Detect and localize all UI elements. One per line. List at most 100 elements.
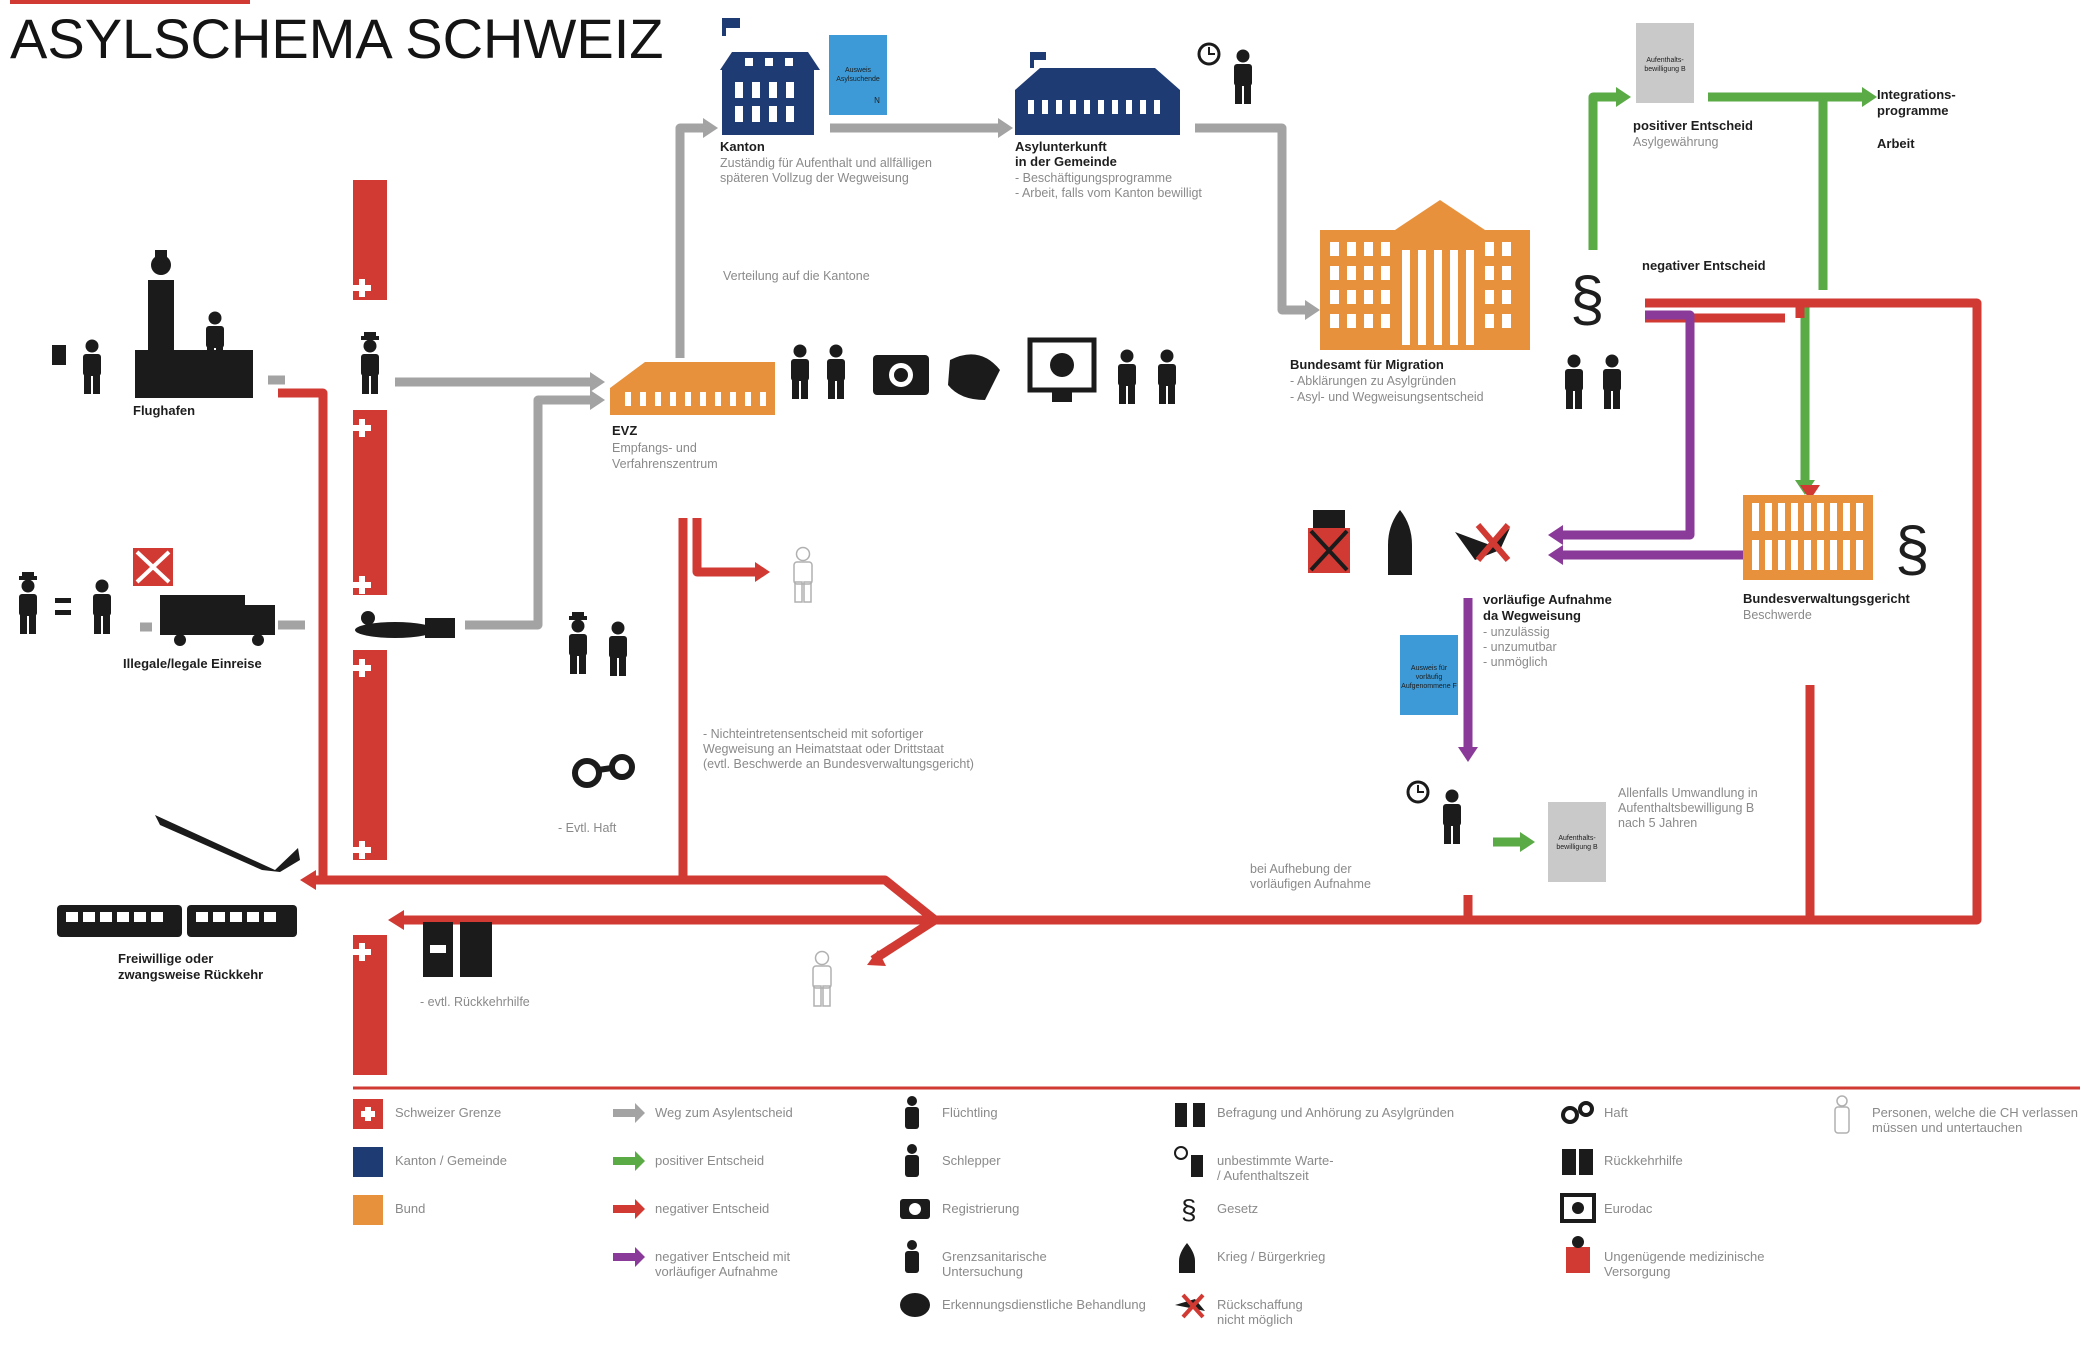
smuggler-icon [905, 1144, 919, 1177]
legend-label: vorläufiger Aufnahme [655, 1264, 778, 1279]
no-return-icon [1175, 1293, 1205, 1319]
smuggler-border [361, 332, 379, 394]
svg-text:vorläufig: vorläufig [1416, 674, 1443, 681]
legend-label: Versorgung [1604, 1264, 1671, 1279]
vorlaeufig-desc-2: - unzumutbar [1483, 640, 1557, 654]
bvg-title: Bundesverwaltungsgericht [1743, 591, 1911, 606]
swiss-border [353, 180, 387, 1075]
legend-label: / Aufenthaltszeit [1217, 1168, 1309, 1183]
svg-text:Asylsuchende: Asylsuchende [836, 76, 880, 83]
airport-scene [52, 250, 253, 398]
legend-label: Bund [395, 1201, 425, 1216]
legend-item: Schweizer Grenze [353, 1099, 501, 1129]
legend-item: Haft [1561, 1101, 1628, 1124]
legend-label: Weg zum Asylentscheid [655, 1105, 793, 1120]
legend-label: Ungenügende medizinische [1604, 1249, 1764, 1264]
law-icon: § [1181, 1194, 1197, 1225]
leaving-person-icon [1834, 1095, 1850, 1134]
legend-label: Gesetz [1217, 1201, 1258, 1216]
legend-label: Schweizer Grenze [395, 1105, 501, 1120]
legend-label: müssen und untertauchen [1872, 1120, 2022, 1135]
legend-item: Flüchtling [905, 1096, 998, 1129]
camera-icon [900, 1199, 930, 1219]
kanton-building [720, 18, 820, 135]
legend-label: Flüchtling [942, 1105, 998, 1120]
law-icon-decision: § [1570, 265, 1604, 334]
vorlaeufig-title-1: vorläufige Aufnahme [1483, 592, 1612, 607]
handcuffs [572, 754, 635, 788]
vorlaeufig-desc-3: - unmöglich [1483, 655, 1548, 669]
evz-desc-2: Verfahrenszentrum [612, 457, 718, 471]
law-icon-bvg: § [1895, 515, 1929, 584]
legend-item: Bund [353, 1195, 425, 1225]
legend-item: Eurodac [1560, 1193, 1653, 1223]
nichteintreten-3: (evtl. Beschwerde an Bundesverwaltungsge… [703, 757, 974, 771]
red-paths [278, 298, 1982, 964]
legend-label: positiver Entscheid [655, 1153, 764, 1168]
legend-label: nicht möglich [1217, 1312, 1293, 1327]
arbeit-label: Arbeit [1877, 136, 1915, 151]
bfm-desc-2: - Asyl- und Wegweisungsentscheid [1290, 390, 1484, 404]
rueckkehr-label-1: Freiwillige oder [118, 951, 213, 966]
evz-process-icons [791, 337, 1176, 404]
legend-item: Befragung und Anhörung zu Asylgründen [1175, 1103, 1454, 1127]
doc-positiv: Aufenthalts- bewilligung B [1636, 23, 1694, 103]
federal-color-icon [353, 1195, 383, 1225]
legend-item: Krieg / Bürgerkrieg [1179, 1243, 1325, 1273]
legend-item: positiver Entscheid [613, 1151, 764, 1171]
integration-2: programme [1877, 103, 1949, 118]
legend-label: Kanton / Gemeinde [395, 1153, 507, 1168]
leaving-person-1 [812, 950, 832, 1007]
legend-item: Schlepper [905, 1144, 1001, 1177]
umwandlung-3: nach 5 Jahren [1618, 816, 1697, 830]
svg-text:bewilligung B: bewilligung B [1644, 66, 1686, 73]
legend-label: Befragung und Anhörung zu Asylgründen [1217, 1105, 1454, 1120]
unterkunft-title-1: Asylunterkunft [1015, 139, 1107, 154]
medical-care-icon [1566, 1236, 1590, 1273]
legend-label: Erkennungsdienstliche Behandlung [942, 1297, 1146, 1312]
handcuffs-icon [1561, 1101, 1594, 1124]
svg-text:Ausweis: Ausweis [845, 67, 872, 74]
legend-label: Krieg / Bürgerkrieg [1217, 1249, 1325, 1264]
interview-icon [1175, 1103, 1205, 1127]
evz-building [610, 362, 775, 415]
umwandlung-1: Allenfalls Umwandlung in [1618, 786, 1758, 800]
legend-label: Rückkehrhilfe [1604, 1153, 1683, 1168]
integration-1: Integrations- [1877, 87, 1956, 102]
doc-umwandlung: Aufenthalts- bewilligung B [1548, 802, 1606, 882]
green-arrow-icon [613, 1151, 645, 1171]
flughafen-label: Flughafen [133, 403, 195, 418]
waiting-icon-top [1197, 42, 1252, 104]
legend-item: Registrierung [900, 1199, 1019, 1219]
refugee-icon [905, 1096, 919, 1129]
positiv-title: positiver Entscheid [1633, 118, 1753, 133]
svg-text:§: § [1181, 1194, 1197, 1225]
waiting-icon-right [1406, 780, 1461, 844]
entry-scene [19, 548, 275, 646]
legend-item: § Gesetz [1181, 1194, 1258, 1225]
grey-arrow-icon [613, 1103, 645, 1123]
swiss-border-icon [353, 1099, 383, 1129]
kanton-desc-2: späteren Vollzug der Wegweisung [720, 171, 909, 185]
einreise-label: Illegale/legale Einreise [123, 656, 262, 671]
kanton-desc-1: Zuständig für Aufenthalt und allfälligen [720, 156, 932, 170]
purple-arrow-icon [613, 1247, 645, 1267]
legend-item: Erkennungsdienstliche Behandlung [900, 1293, 1146, 1317]
negativ-label: negativer Entscheid [1642, 258, 1766, 273]
airplane [155, 815, 300, 872]
grey-arrowheads [590, 118, 1320, 410]
waiting-icon [1174, 1146, 1203, 1177]
unterkunft-building [1015, 52, 1180, 135]
legend-label: negativer Entscheid mit [655, 1249, 791, 1264]
train [57, 905, 297, 937]
svg-text:Ausweis für: Ausweis für [1411, 665, 1448, 672]
return-aid-icon [1562, 1149, 1593, 1175]
legend-label: Schlepper [942, 1153, 1001, 1168]
vorlaeufig-title-2: da Wegweisung [1483, 608, 1581, 623]
evz-title: EVZ [612, 423, 637, 438]
